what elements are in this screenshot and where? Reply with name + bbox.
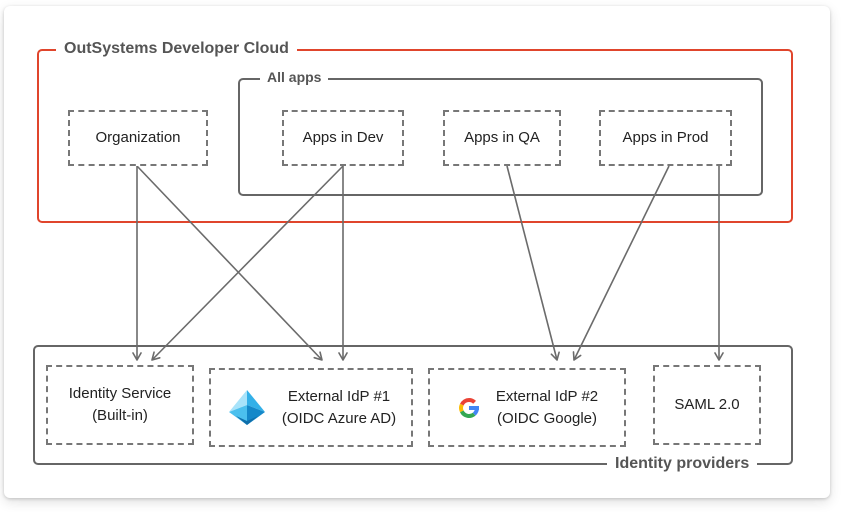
saml-node: SAML 2.0	[653, 365, 761, 445]
apps-in-prod-node: Apps in Prod	[599, 110, 732, 166]
apps-in-qa-node: Apps in QA	[443, 110, 561, 166]
google-icon	[456, 395, 482, 421]
apps-in-qa-label: Apps in QA	[464, 129, 540, 147]
external-idp-1-label: External IdP #1 (OIDC Azure AD)	[281, 387, 397, 427]
external-idp-2-node: External IdP #2 (OIDC Google)	[428, 368, 626, 447]
arrow-apps-prod-to-external-idp-2	[572, 165, 670, 361]
cloud-frame	[37, 49, 793, 223]
apps-in-prod-label: Apps in Prod	[622, 129, 709, 147]
saml-label: SAML 2.0	[674, 396, 740, 414]
external-idp-1-node: External IdP #1 (OIDC Azure AD)	[209, 368, 413, 447]
cloud-frame-label: OutSystems Developer Cloud	[56, 41, 297, 57]
apps-in-dev-node: Apps in Dev	[282, 110, 404, 166]
all-apps-label: All apps	[260, 70, 329, 84]
arrow-apps-dev-to-identity-service	[151, 165, 344, 361]
arrow-organization-to-external-idp-1	[136, 165, 323, 361]
identity-service-node: Identity Service (Built-in)	[46, 365, 194, 445]
all-apps-frame	[238, 78, 763, 196]
azure-ad-icon	[226, 389, 268, 427]
organization-label: Organization	[95, 129, 181, 147]
apps-in-dev-label: Apps in Dev	[302, 129, 384, 147]
identity-providers-frame	[33, 345, 793, 465]
identity-providers-label: Identity providers	[607, 456, 758, 472]
external-idp-2-label: External IdP #2 (OIDC Google)	[495, 387, 599, 427]
identity-service-label: Identity Service (Built-in)	[68, 385, 172, 424]
arrow-apps-qa-to-external-idp-2	[506, 165, 560, 361]
organization-node: Organization	[68, 110, 208, 166]
